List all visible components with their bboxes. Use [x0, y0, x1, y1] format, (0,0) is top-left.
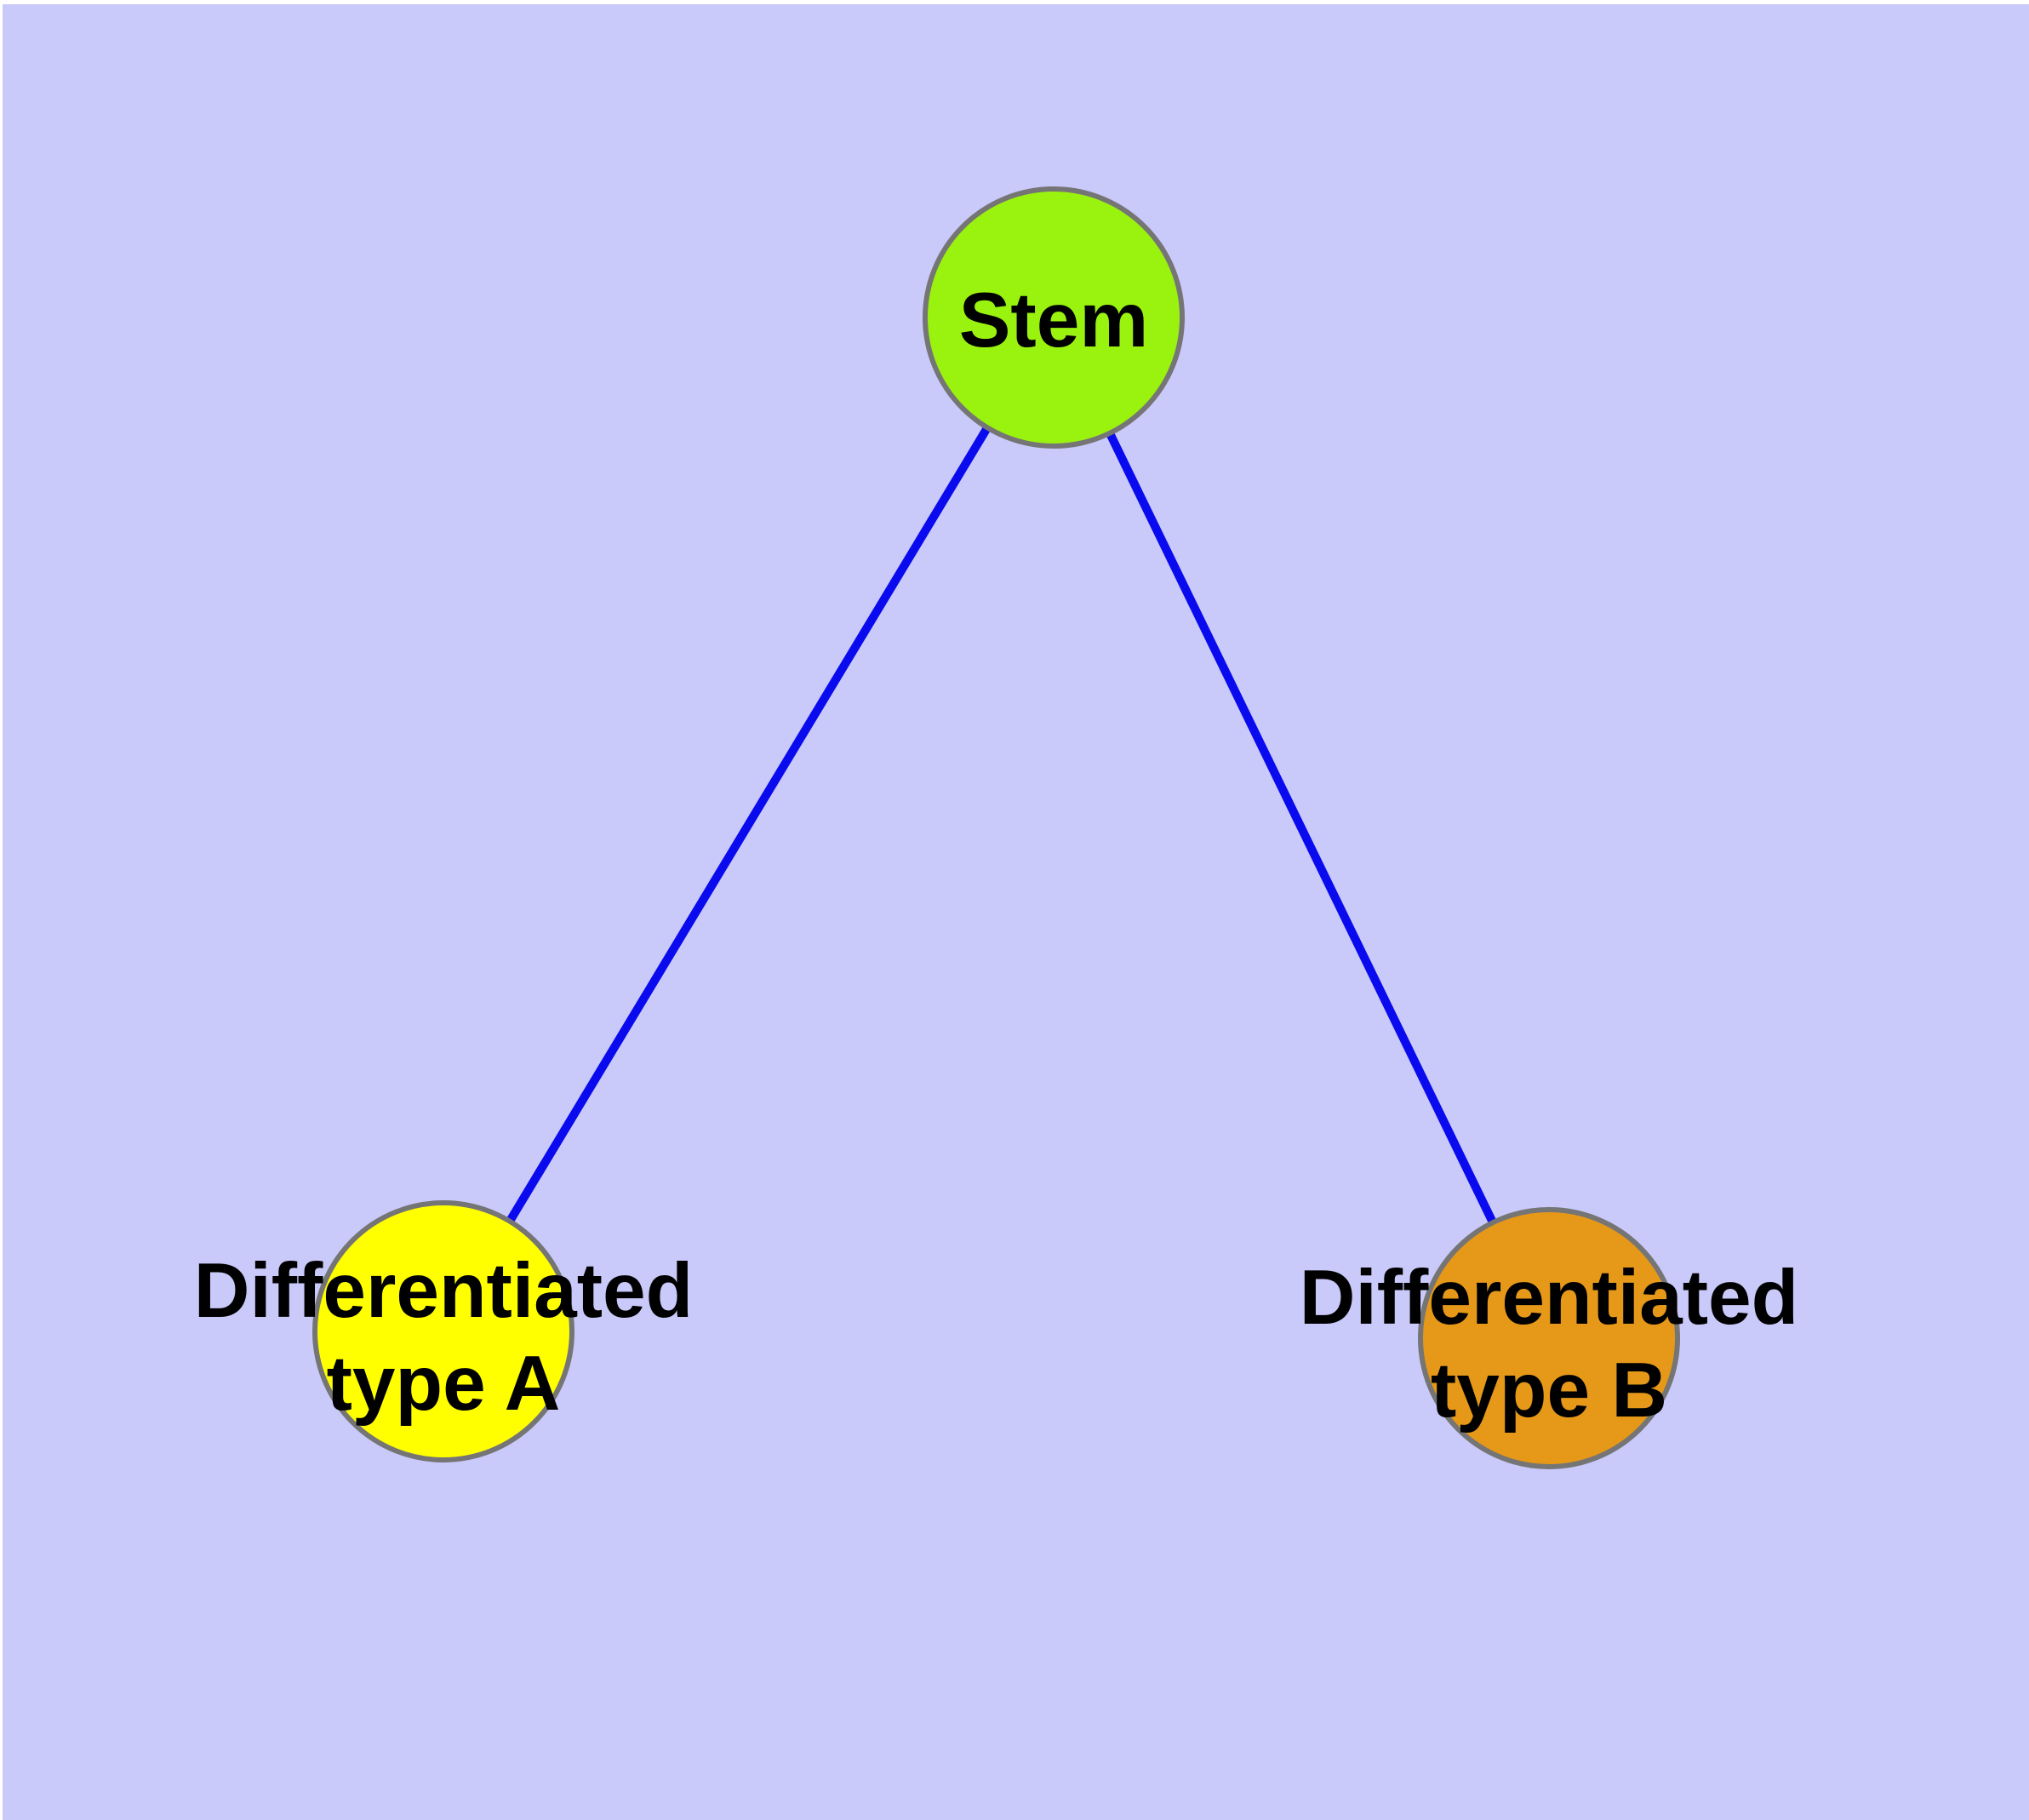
stem-node-circle: [923, 186, 1185, 449]
type-a-node-label-line1: Differentiated: [194, 1248, 694, 1334]
type-a-node-circle: [312, 1200, 574, 1462]
type-b-node-label-line1: Differentiated: [1300, 1255, 1799, 1341]
type-b-node-label-line2: type B: [1431, 1348, 1667, 1434]
node-differentiated-type-a: Differentiated type A: [194, 1200, 694, 1462]
node-stem: Stem: [923, 186, 1185, 449]
edge-stem-to-type-b: [1049, 315, 1553, 1341]
stem-node-label: Stem: [959, 278, 1149, 363]
type-a-node-label-line2: type A: [327, 1341, 561, 1427]
node-differentiated-type-b: Differentiated type B: [1300, 1207, 1799, 1469]
edge-stem-to-type-a: [439, 315, 1058, 1334]
type-b-node-circle: [1418, 1207, 1680, 1469]
